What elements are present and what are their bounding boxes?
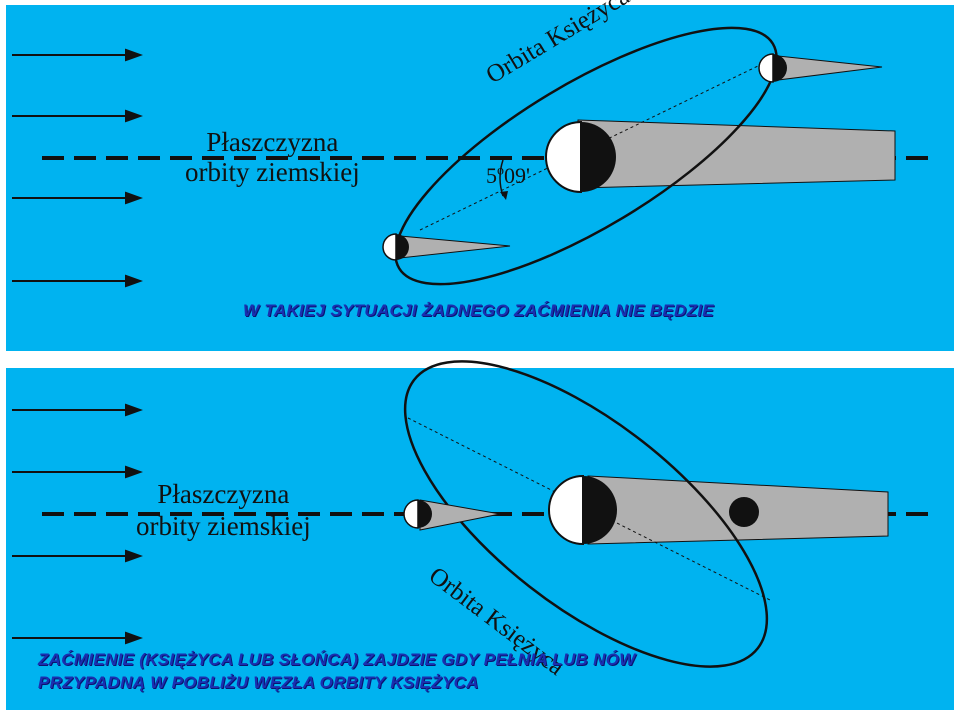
moon-orbit-top xyxy=(394,26,778,286)
inclination-angle-label: 5o09' xyxy=(486,163,530,189)
sun-ray-arrowhead xyxy=(125,465,143,479)
orbit-axis-dotted-bottom xyxy=(407,417,771,601)
sun-rays-top xyxy=(12,48,143,288)
sun-ray-arrowhead xyxy=(125,191,143,205)
plane-label-line1: Płaszczyzna xyxy=(157,479,290,509)
moon-bottom-left xyxy=(403,499,432,529)
moon-orbit-bottom xyxy=(403,360,769,668)
ecliptic-plane-label-bottom: Płaszczyzna orbity ziemskiej xyxy=(136,478,311,542)
ecliptic-plane-label-top: Płaszczyzna orbity ziemskiej xyxy=(185,127,360,187)
sun-ray-arrowhead xyxy=(125,549,143,563)
moon-top-right xyxy=(758,53,787,83)
plane-label-line1: Płaszczyzna xyxy=(206,127,339,157)
inclination-arrowhead xyxy=(500,191,508,200)
sun-ray-arrowhead xyxy=(125,403,143,417)
sun-ray-arrowhead xyxy=(125,48,143,62)
earth-bottom xyxy=(548,474,617,546)
sun-ray-arrowhead xyxy=(125,631,143,645)
angle-minutes: 09' xyxy=(504,163,530,188)
moon-top-left xyxy=(382,233,409,261)
no-eclipse-banner: W TAKIEJ SYTUACJI ŻADNEGO ZAĆMIENIA NIE … xyxy=(243,301,714,320)
angle-degrees: 5 xyxy=(486,163,497,188)
angle-degree-sign: o xyxy=(497,163,504,179)
bottom-panel xyxy=(6,368,954,710)
eclipsed-moon-bottom xyxy=(729,497,759,527)
sun-rays-bottom xyxy=(12,403,143,645)
sun-ray-arrowhead xyxy=(125,109,143,123)
earth-top xyxy=(545,120,616,194)
banner-line1: ZAĆMIENIE (KSIĘŻYCA LUB SŁOŃCA) ZAJDZIE … xyxy=(38,650,636,669)
plane-label-line2: orbity ziemskiej xyxy=(185,157,360,187)
eclipse-condition-banner: ZAĆMIENIE (KSIĘŻYCA LUB SŁOŃCA) ZAJDZIE … xyxy=(38,648,636,694)
plane-label-line2: orbity ziemskiej xyxy=(136,511,311,541)
banner-line2: PRZYPADNĄ W POBLIŻU WĘZŁA ORBITY KSIĘŻYC… xyxy=(38,673,479,692)
sun-ray-arrowhead xyxy=(125,274,143,288)
